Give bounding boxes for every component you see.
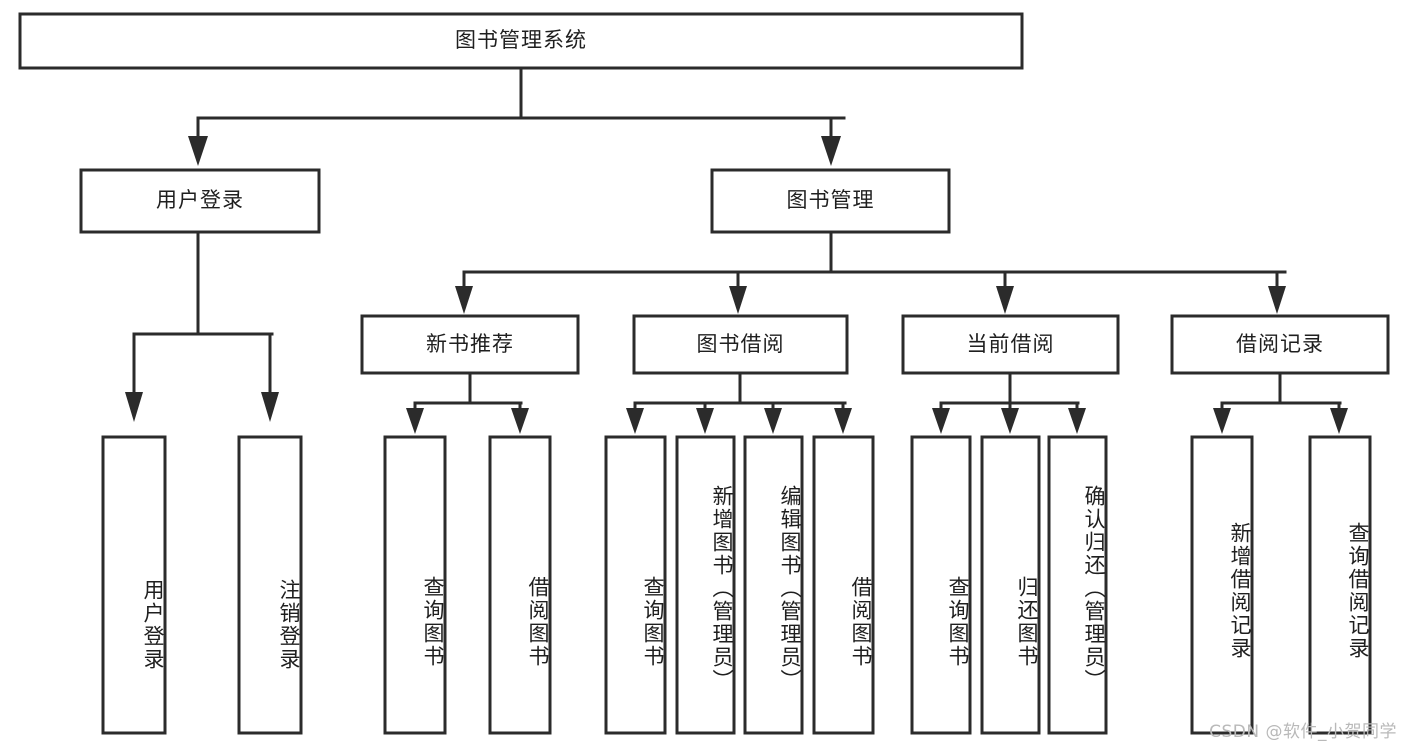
connector-group-current-borrow [932, 371, 1086, 434]
node-box-user-login[interactable] [79, 168, 321, 234]
arrow-head-leaf-query-record [1330, 408, 1348, 434]
arrow-head-leaf-logout [261, 392, 279, 422]
arrow-head-leaf-add-book [696, 408, 714, 434]
connector-group-book-borrow [626, 371, 852, 434]
node-box-leaf-borrow-book-2[interactable] [812, 435, 875, 735]
node-box-book-manage[interactable] [710, 168, 951, 234]
node-box-leaf-query-book-2[interactable] [604, 435, 667, 735]
node-box-leaf-query-record[interactable] [1308, 435, 1372, 735]
arrow-head-leaf-user-login [125, 392, 143, 422]
arrow-head-new-book-rec [455, 286, 473, 314]
arrow-head-leaf-confirm-return [1068, 408, 1086, 434]
arrow-head-leaf-edit-book [764, 408, 782, 434]
node-box-leaf-add-record[interactable] [1190, 435, 1254, 735]
connector-group-borrow-record [1213, 371, 1348, 434]
arrow-head-leaf-return-book [1001, 408, 1019, 434]
arrow-head-book-borrow [729, 286, 747, 314]
arrow-head-user-login [188, 136, 208, 166]
arrow-head-book-manage [821, 136, 841, 166]
node-box-leaf-edit-book[interactable] [743, 435, 804, 735]
node-box-leaf-logout[interactable] [237, 435, 303, 735]
arrow-head-leaf-borrow-book-2 [834, 408, 852, 434]
arrow-head-leaf-query-book-2 [626, 408, 644, 434]
node-box-leaf-confirm-return[interactable] [1047, 435, 1108, 735]
node-box-leaf-user-login[interactable] [101, 435, 167, 735]
node-box-leaf-query-book-3[interactable] [910, 435, 972, 735]
node-box-root[interactable] [18, 12, 1024, 70]
node-box-current-borrow[interactable] [901, 314, 1120, 375]
arrow-head-leaf-add-record [1213, 408, 1231, 434]
node-box-leaf-query-book-1[interactable] [383, 435, 447, 735]
connector-group-root [188, 66, 846, 166]
connector-group-user-login [125, 230, 279, 422]
node-box-leaf-add-book[interactable] [675, 435, 736, 735]
arrow-head-borrow-record [1268, 286, 1286, 314]
node-box-new-book-rec[interactable] [360, 314, 580, 375]
node-box-leaf-borrow-book-1[interactable] [488, 435, 552, 735]
node-box-book-borrow[interactable] [632, 314, 849, 375]
arrow-head-leaf-query-book-3 [932, 408, 950, 434]
node-box-borrow-record[interactable] [1170, 314, 1390, 375]
connector-group-book-manage [455, 230, 1287, 314]
arrow-head-current-borrow [996, 286, 1014, 314]
node-box-leaf-return-book[interactable] [980, 435, 1041, 735]
arrow-head-leaf-borrow-book-1 [511, 408, 529, 434]
connector-group-new-book-rec [406, 371, 529, 434]
csdn-watermark: CSDN @软件_小贺同学 [1209, 722, 1397, 742]
arrow-head-leaf-query-book-1 [406, 408, 424, 434]
